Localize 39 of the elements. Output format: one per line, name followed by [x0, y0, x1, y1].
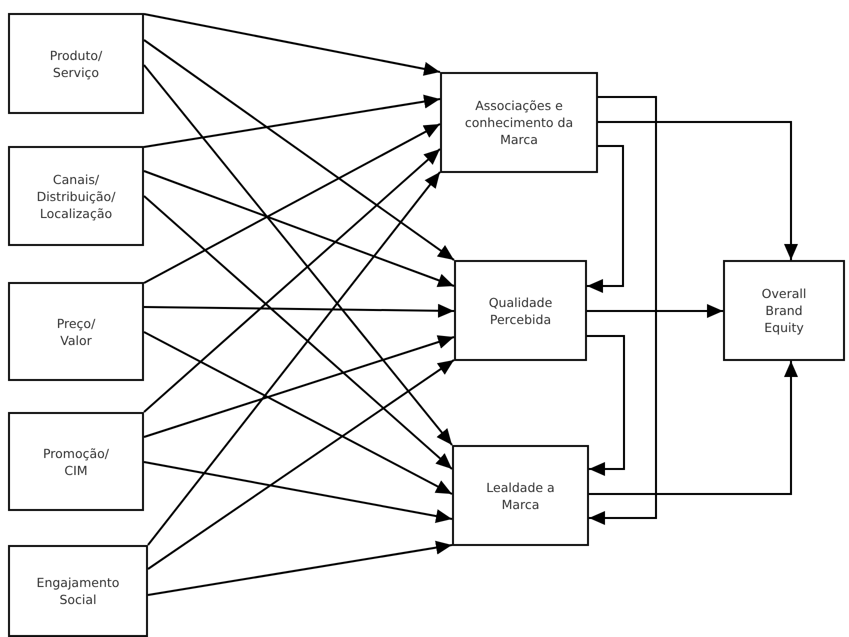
arrow	[148, 540, 452, 596]
arrow	[589, 361, 798, 495]
process-box	[8, 13, 144, 114]
arrow	[144, 335, 454, 438]
arrow	[143, 195, 453, 470]
box-label: Lealdade a Marca	[485, 478, 556, 512]
arrow	[587, 335, 625, 476]
arrow	[143, 64, 453, 446]
arrow	[144, 461, 452, 523]
arrow	[144, 331, 452, 495]
process-box	[440, 72, 598, 173]
box-label: Engajamento Social	[36, 574, 120, 608]
arrow	[144, 123, 440, 284]
arrow	[587, 304, 723, 318]
process-box	[454, 260, 587, 361]
arrow	[144, 170, 454, 287]
arrow	[144, 13, 440, 76]
arrow	[147, 359, 455, 570]
arrow	[587, 145, 624, 293]
box-label: Qualidade Percebida	[488, 294, 554, 328]
arrow	[147, 171, 441, 546]
arrow	[589, 96, 657, 525]
process-box	[8, 412, 144, 511]
box-label: Promoção/ CIM	[42, 444, 110, 478]
arrow	[143, 39, 455, 261]
box-label: Preço/ Valor	[56, 314, 96, 348]
box-label: Overall Brand Equity	[760, 285, 808, 336]
arrow	[144, 94, 440, 148]
box-label: Canais/ Distribuição/ Localização	[36, 170, 116, 222]
arrow	[144, 304, 454, 318]
process-box	[723, 260, 845, 361]
process-box	[8, 282, 144, 381]
arrow	[598, 121, 798, 260]
box-label: Associações e conhecimento da Marca	[464, 97, 574, 148]
process-box	[8, 545, 148, 637]
process-box	[8, 146, 144, 246]
process-box	[452, 445, 589, 546]
box-label: Produto/ Serviço	[48, 46, 104, 80]
arrow	[143, 148, 441, 413]
